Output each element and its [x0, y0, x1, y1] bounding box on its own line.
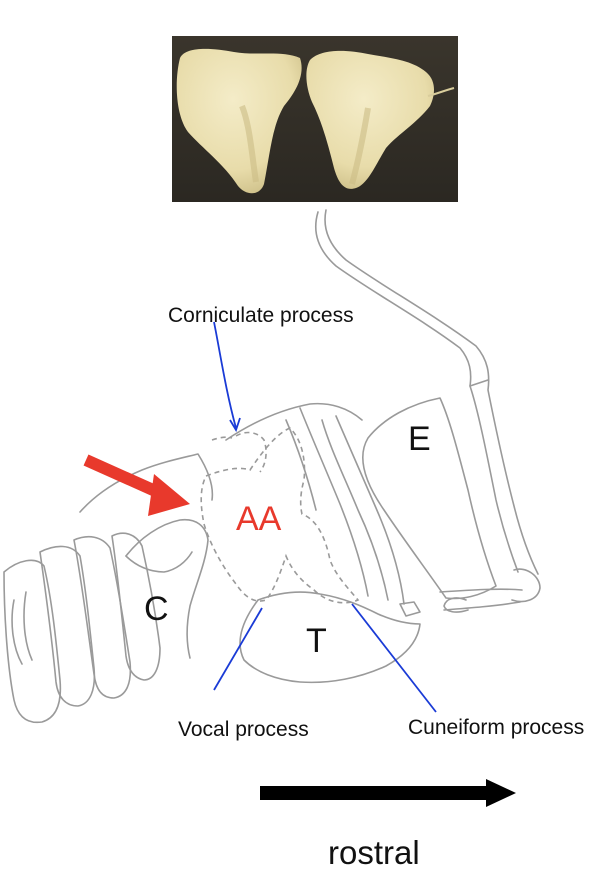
red-arrow [83, 454, 190, 516]
tracheal-ring-2 [39, 545, 96, 707]
label-e: E [408, 420, 431, 458]
epiglottis-outline [314, 211, 519, 573]
left-shading [239, 104, 259, 183]
t-region-outline [239, 591, 421, 684]
cricoid-front [125, 551, 193, 573]
label-vocal-process: Vocal process [178, 718, 309, 741]
cuneiform-pointer [351, 603, 437, 713]
thyroid-plate-1 [321, 419, 389, 601]
e-region-outline [361, 397, 497, 600]
cartilage-photo [172, 36, 458, 202]
aa-dashed-outline [200, 427, 360, 604]
tracheal-ring-3 [73, 535, 132, 699]
label-aa: AA [236, 500, 282, 538]
tracheal-ring-1 [3, 559, 62, 724]
corniculate-pointer-tip [229, 417, 241, 433]
right-cartilage [306, 50, 434, 189]
corniculate-dashed [235, 431, 267, 473]
tracheal-ring-4 [111, 532, 161, 681]
right-shading [349, 107, 371, 185]
corniculate-pointer [213, 321, 237, 429]
thyroid-top [225, 402, 363, 441]
arytenoid-outer [79, 453, 214, 513]
hyoid-lower [439, 588, 523, 611]
label-rostral: rostral [328, 834, 420, 871]
thyroid-plate-2 [335, 415, 405, 605]
left-cartilage [176, 48, 302, 194]
label-c: C [144, 590, 169, 628]
cricoid-upper [125, 518, 209, 659]
label-t: T [306, 622, 327, 660]
vocal-pointer [213, 607, 263, 691]
corniculate-tip [211, 436, 233, 441]
right-cartilage-tail [427, 87, 455, 97]
label-corniculate-process: Corniculate process [168, 304, 354, 327]
epiglottis-outline-inner [324, 209, 539, 575]
label-cuneiform-process: Cuneiform process [408, 716, 584, 739]
t-notch [399, 601, 421, 617]
thyroid-plate-3 [299, 407, 369, 597]
rostral-arrow [260, 779, 516, 807]
tracheal-ring-small [11, 591, 33, 665]
